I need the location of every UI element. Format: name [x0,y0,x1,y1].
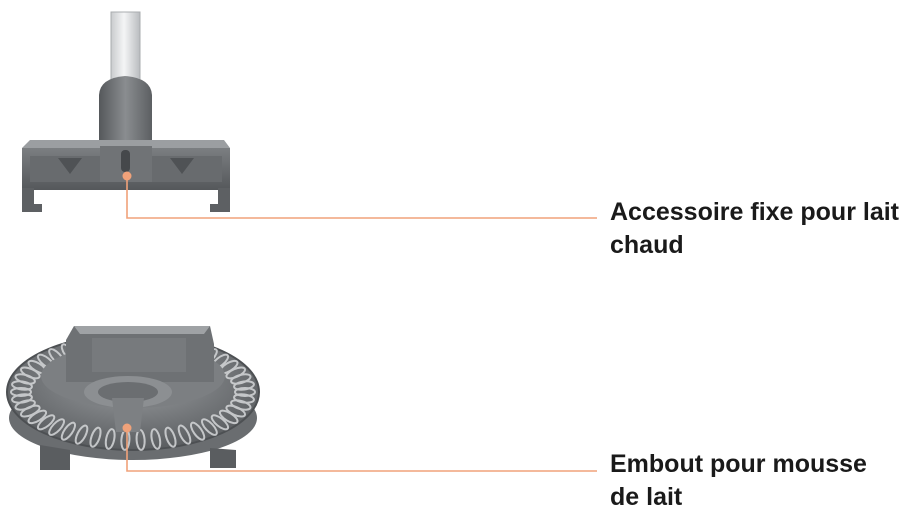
leader-line-2 [126,428,597,472]
coil-loop [14,399,36,411]
coil-loop [230,373,252,385]
coil-loop [210,414,230,431]
coil-loop [60,421,77,441]
callout-label-1-line-1: Accessoire fixe pour lait [610,198,900,226]
callout-label-hot-milk-attachment: Accessoire fixe pour lait chaud [610,196,899,262]
callout-label-1-line-2: chaud [610,231,684,259]
coil-loop [48,418,66,436]
coil-loop [36,414,56,431]
coil-loop [11,393,33,404]
coil-loop [89,426,102,448]
coil-loop [74,424,89,445]
callout-label-froth-tip: Embout pour mousse de lait [610,448,867,514]
leader-dot-1 [122,171,132,181]
coil-loop [234,387,256,397]
leader-line-1 [126,176,597,219]
coil-loop [218,409,239,425]
coil-loop [233,380,255,391]
coil-loop [10,387,32,397]
leader-dot-2 [122,423,132,433]
coil-loop [104,428,116,450]
coil-loop [177,424,192,445]
hot-milk-fixed-attachment-icon [22,11,230,212]
coil-loop [189,421,206,441]
coil-loop [164,426,177,448]
coil-loop [200,418,218,436]
coil-loop [150,428,162,450]
callout-label-2-line-1: Embout pour mousse [610,450,867,478]
milk-froth-tip-icon [6,326,260,470]
callout-label-2-line-2: de lait [610,483,683,511]
